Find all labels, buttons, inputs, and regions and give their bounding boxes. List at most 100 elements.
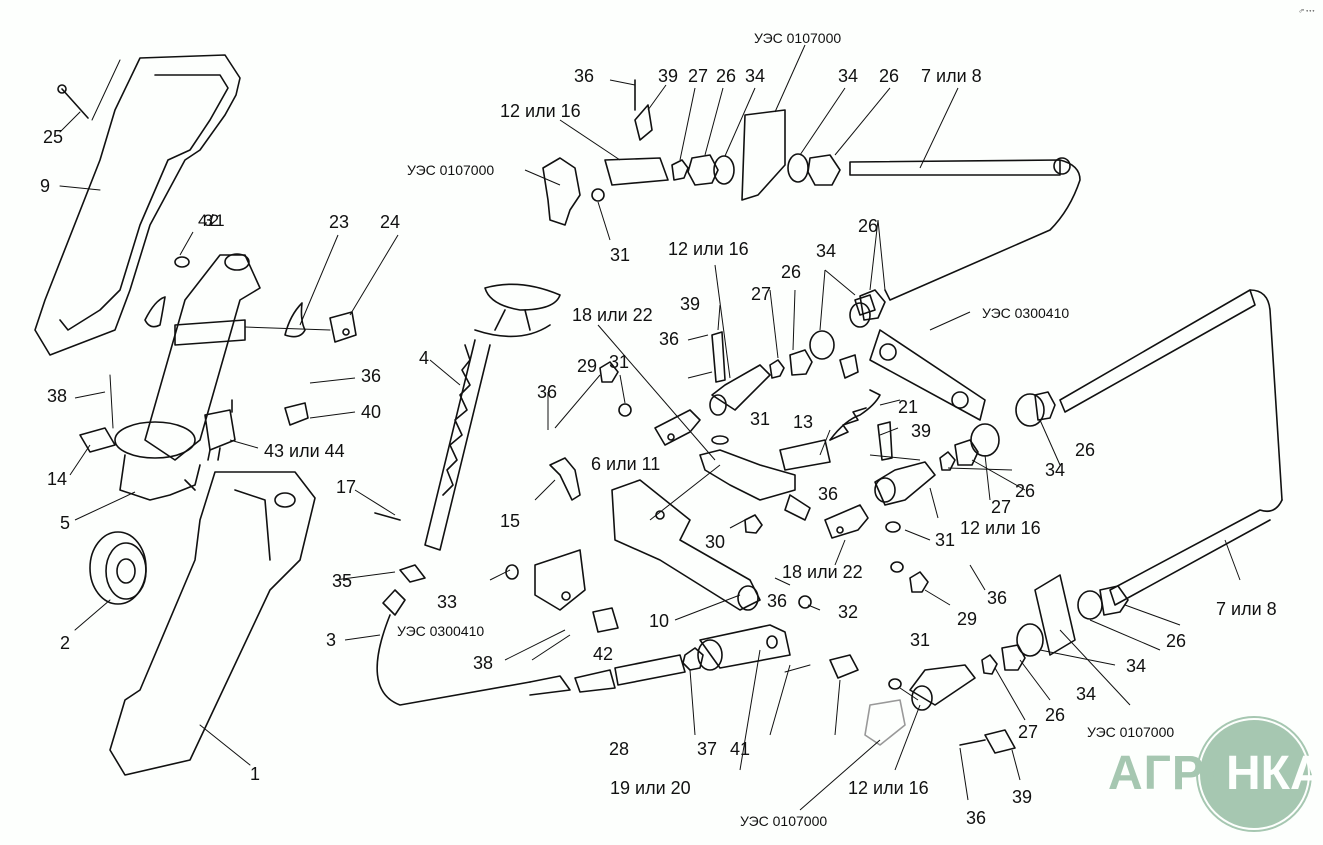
part-35-clip bbox=[400, 565, 425, 582]
part-18-clamp-b bbox=[825, 505, 868, 538]
label-ues-0300410-bottom: УЭС 0300410 bbox=[397, 623, 485, 639]
label-40: 40 bbox=[361, 402, 382, 422]
label-26-mid-2: 26 bbox=[858, 216, 879, 236]
label-14: 14 bbox=[47, 469, 68, 489]
label-36-c: 36 bbox=[818, 484, 839, 504]
label-4: 4 bbox=[419, 348, 430, 368]
logo-circle bbox=[1198, 718, 1310, 830]
part-5-column bbox=[115, 254, 260, 500]
label-30: 30 bbox=[705, 532, 726, 552]
label-27-mid: 27 bbox=[751, 284, 772, 304]
part-1-housing bbox=[110, 472, 315, 775]
label-31-right: 31 bbox=[935, 530, 956, 550]
label-39-top: 39 bbox=[658, 66, 679, 86]
part-21-lock bbox=[145, 297, 165, 327]
label-31-a: 31 bbox=[609, 352, 630, 372]
label-28: 28 bbox=[609, 739, 630, 759]
label-7-or-8-bottom: 7 или 8 bbox=[1216, 599, 1277, 619]
part-31-washer-b bbox=[891, 562, 903, 572]
label-ues-0300410-right: УЭС 0300410 bbox=[982, 305, 1070, 321]
label-1: 1 bbox=[250, 764, 261, 784]
label-27-c: 27 bbox=[1018, 722, 1039, 742]
part-19-fork bbox=[698, 625, 790, 670]
part-14-pin bbox=[80, 428, 115, 452]
part-33-bracket bbox=[535, 550, 585, 610]
label-18-or-22-top: 18 или 22 bbox=[572, 305, 653, 325]
label-10: 10 bbox=[649, 611, 670, 631]
label-26-mid: 26 bbox=[781, 262, 802, 282]
upper-linkage bbox=[543, 110, 1080, 300]
label-38-left: 38 bbox=[47, 386, 68, 406]
part-31-washer-a bbox=[619, 404, 631, 416]
label-43-or-44: 43 или 44 bbox=[264, 441, 345, 461]
label-7-or-8-top: 7 или 8 bbox=[921, 66, 982, 86]
part-41-pin bbox=[830, 655, 858, 678]
label-34-c: 34 bbox=[1076, 684, 1097, 704]
label-18-or-22-bottom: 18 или 22 bbox=[782, 562, 863, 582]
part-39-top-pin bbox=[635, 105, 652, 140]
part-10-arm bbox=[612, 480, 760, 610]
label-5: 5 bbox=[60, 513, 71, 533]
label-19-or-20: 19 или 20 bbox=[610, 778, 691, 798]
label-26-top-2: 26 bbox=[879, 66, 900, 86]
part-28-nut bbox=[683, 648, 703, 670]
label-34-top: 34 bbox=[745, 66, 766, 86]
part-40-pin bbox=[285, 403, 308, 425]
part-6-turnbuckle bbox=[700, 450, 810, 520]
label-26-right: 26 bbox=[1075, 440, 1096, 460]
label-36-e: 36 bbox=[966, 808, 987, 828]
part-33-washer bbox=[506, 565, 518, 579]
corner-mark: ₒᵐ ∘∘∘ bbox=[1299, 8, 1315, 14]
label-3: 3 bbox=[326, 630, 337, 650]
label-26-c-2: 26 bbox=[1166, 631, 1187, 651]
label-36-left: 36 bbox=[361, 366, 382, 386]
label-35: 35 bbox=[332, 571, 353, 591]
label-31-top: 31 bbox=[610, 245, 631, 265]
part-23-tab bbox=[285, 303, 305, 337]
label-31-b: 31 bbox=[750, 409, 771, 429]
label-12-or-16-bottom: 12 или 16 bbox=[848, 778, 929, 798]
label-12-or-16-top: 12 или 16 bbox=[500, 101, 581, 121]
label-34-c-2: 34 bbox=[1126, 656, 1147, 676]
label-ues-0107000-bottom-right: УЭС 0107000 bbox=[1087, 724, 1175, 740]
part-43-washer bbox=[175, 257, 189, 267]
part-17-pin bbox=[375, 513, 400, 520]
label-39-c: 39 bbox=[1012, 787, 1033, 807]
part-30-nut bbox=[745, 515, 762, 533]
label-26-c: 26 bbox=[1045, 705, 1066, 725]
part-29-nut-b bbox=[910, 572, 928, 592]
label-32: 32 bbox=[838, 602, 859, 622]
bottom-fork-assembly bbox=[865, 575, 1128, 753]
label-42: 42 bbox=[593, 644, 614, 664]
part-32-washer bbox=[799, 596, 811, 608]
label-36-top: 36 bbox=[574, 66, 595, 86]
label-ues-0107000-top: УЭС 0107000 bbox=[754, 30, 842, 46]
label-36-b: 36 bbox=[537, 382, 558, 402]
label-9: 9 bbox=[40, 176, 51, 196]
label-ues-0107000-bottom: УЭС 0107000 bbox=[740, 813, 828, 829]
label-39-b: 39 bbox=[911, 421, 932, 441]
agronka-logo: АГРО НКА bbox=[1108, 718, 1323, 830]
part-29-nut-a bbox=[600, 362, 618, 382]
logo-text-nka: НКА bbox=[1226, 747, 1323, 800]
label-27-top: 27 bbox=[688, 66, 709, 86]
label-36-d: 36 bbox=[767, 591, 788, 611]
part-43-switch bbox=[205, 400, 235, 460]
label-ues-0107000-left: УЭС 0107000 bbox=[407, 162, 495, 178]
label-33: 33 bbox=[437, 592, 458, 612]
label-34-mid: 34 bbox=[816, 241, 837, 261]
label-36-mid: 36 bbox=[659, 329, 680, 349]
label-13: 13 bbox=[793, 412, 814, 432]
label-26-top: 26 bbox=[716, 66, 737, 86]
label-15: 15 bbox=[500, 511, 521, 531]
label-39-mid: 39 bbox=[680, 294, 701, 314]
part-24-bracket bbox=[330, 312, 356, 342]
label-25: 25 bbox=[43, 127, 64, 147]
label-43-21: 43/21 bbox=[198, 211, 224, 230]
label-27-right: 27 bbox=[991, 497, 1012, 517]
part-18-clamp-a bbox=[655, 410, 700, 445]
label-36-right: 36 bbox=[987, 588, 1008, 608]
label-23: 23 bbox=[329, 212, 350, 232]
label-26-right-2: 26 bbox=[1015, 481, 1036, 501]
label-17: 17 bbox=[336, 477, 357, 497]
